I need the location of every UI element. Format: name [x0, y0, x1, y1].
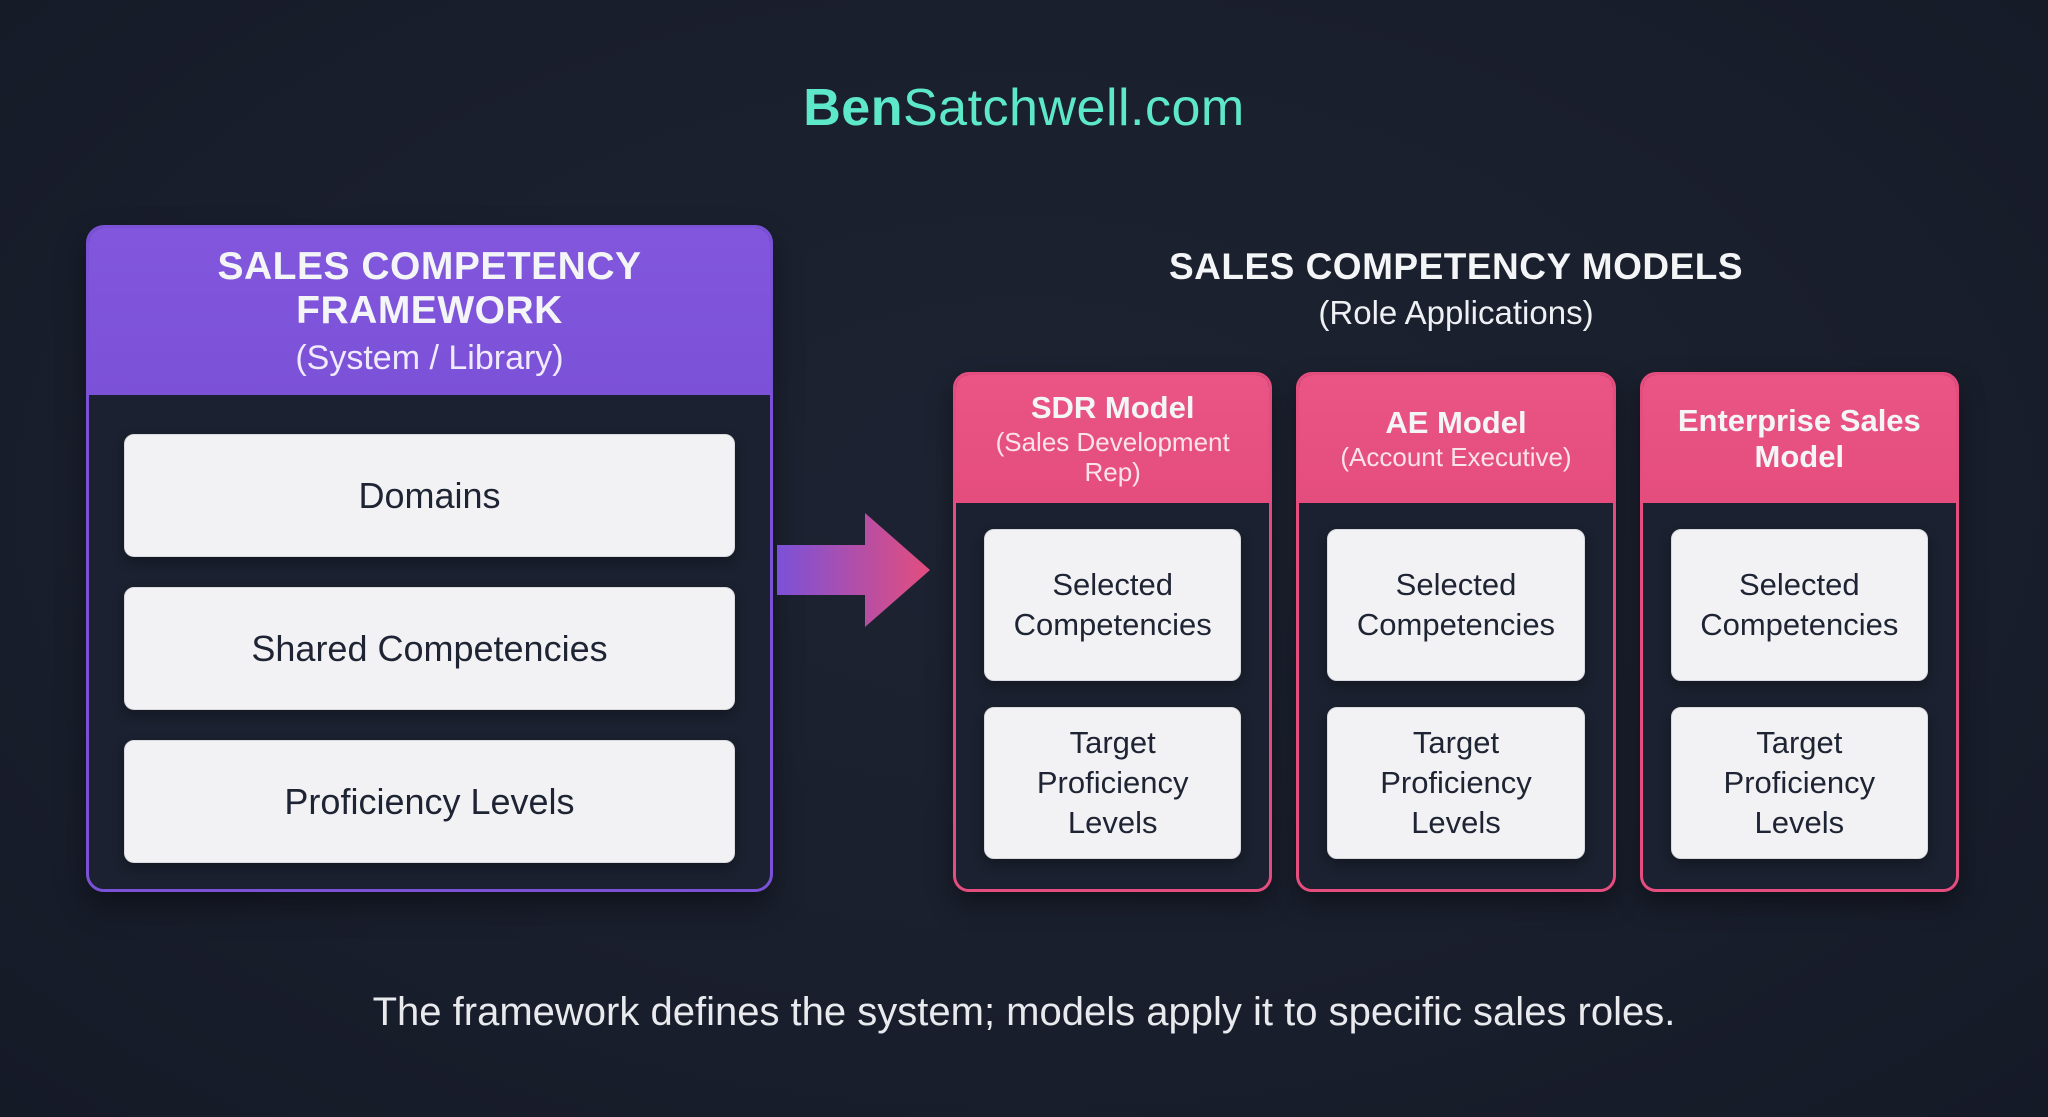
- model-card-title: SDR Model: [1030, 389, 1195, 425]
- model-card-subtitle: (Sales Development Rep): [995, 427, 1230, 488]
- model-cards: SDR Model (Sales Development Rep) Select…: [953, 372, 1959, 892]
- model-card-header: AE Model (Account Executive): [1299, 375, 1613, 503]
- model-card-sdr: SDR Model (Sales Development Rep) Select…: [953, 372, 1273, 892]
- footer-caption: The framework defines the system; models…: [372, 990, 1676, 1034]
- model-card-header: SDR Model (Sales Development Rep): [956, 375, 1270, 503]
- site-title-brand-bold: Ben: [803, 79, 903, 137]
- flow-arrow-icon: [777, 513, 930, 627]
- model-card-item-selected-competencies: Selected Competencies: [1327, 529, 1585, 681]
- models-heading: SALES COMPETENCY MODELS (Role Applicatio…: [953, 246, 1959, 332]
- model-card-item-selected-competencies: Selected Competencies: [984, 529, 1242, 681]
- framework-header: SALES COMPETENCY FRAMEWORK (System / Lib…: [89, 228, 770, 395]
- framework-body: Domains Shared Competencies Proficiency …: [89, 395, 770, 863]
- model-card-title: AE Model: [1385, 404, 1527, 440]
- model-card-item-target-proficiency-levels: Target Proficiency Levels: [1327, 707, 1585, 859]
- framework-item-shared-competencies: Shared Competencies: [124, 587, 735, 710]
- site-title: BenSatchwell.com: [0, 78, 2048, 138]
- framework-item-proficiency-levels: Proficiency Levels: [124, 740, 735, 863]
- model-card-subtitle: (Account Executive): [1340, 442, 1572, 473]
- models-title: SALES COMPETENCY MODELS: [1168, 246, 1744, 287]
- model-card-title: Enterprise Sales Model: [1677, 403, 1921, 474]
- framework-title: SALES COMPETENCY FRAMEWORK: [217, 245, 642, 332]
- model-card-header: Enterprise Sales Model: [1642, 375, 1956, 503]
- model-card-body: Selected Competencies Target Proficiency…: [1299, 503, 1612, 889]
- model-card-item-selected-competencies: Selected Competencies: [1670, 529, 1928, 681]
- model-card-ae: AE Model (Account Executive) Selected Co…: [1296, 372, 1616, 892]
- framework-item-domains: Domains: [124, 434, 735, 557]
- model-card-body: Selected Competencies Target Proficiency…: [1643, 503, 1956, 889]
- model-card-body: Selected Competencies Target Proficiency…: [956, 503, 1269, 889]
- model-card-item-target-proficiency-levels: Target Proficiency Levels: [984, 707, 1242, 859]
- site-title-brand-rest: Satchwell.com: [903, 79, 1245, 137]
- framework-subtitle: (System / Library): [295, 339, 564, 377]
- model-card-enterprise: Enterprise Sales Model Selected Competen…: [1639, 372, 1959, 892]
- model-card-item-target-proficiency-levels: Target Proficiency Levels: [1670, 707, 1928, 859]
- models-subtitle: (Role Applications): [1318, 294, 1594, 331]
- framework-box: SALES COMPETENCY FRAMEWORK (System / Lib…: [86, 225, 773, 892]
